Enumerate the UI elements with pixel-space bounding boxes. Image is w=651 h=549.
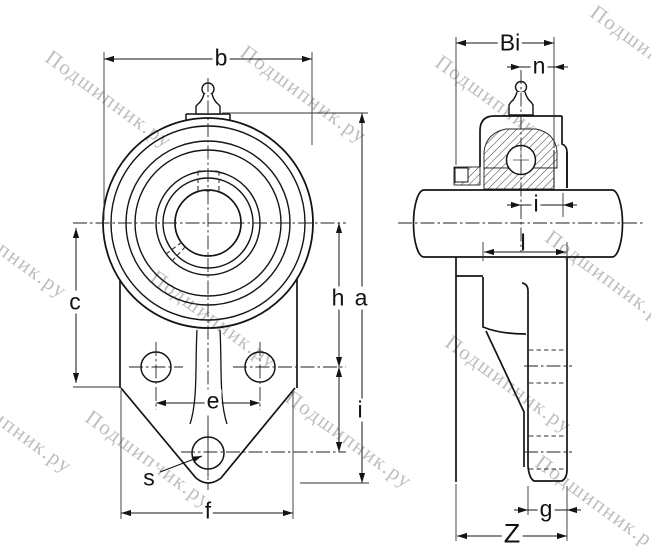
set-screw-section [454,167,469,183]
dim-label-i-side: i [531,190,541,217]
hidden-lines [165,170,566,470]
dim-label-g: g [537,495,555,522]
dim-label-i-front: i [355,396,365,423]
dim-label-c: c [67,288,83,315]
dim-label-bi: Bi [497,29,523,56]
centerlines [73,70,645,490]
dim-label-n: n [530,52,548,79]
dim-label-z: Z [501,518,523,549]
side-view-bearing-section [453,128,558,190]
dim-label-l: l [520,229,526,256]
dimension-lines [72,39,581,540]
dim-label-e: e [204,387,222,414]
dim-label-h: h [329,284,347,311]
dim-label-f: f [202,497,214,524]
flange-profile-side [455,152,568,482]
dim-label-b: b [212,44,230,71]
extension-lines [73,37,568,541]
dim-label-s: s [141,464,157,491]
side-view-outline [412,80,624,482]
leader-line-s [159,455,203,473]
dim-label-a: a [352,284,370,311]
